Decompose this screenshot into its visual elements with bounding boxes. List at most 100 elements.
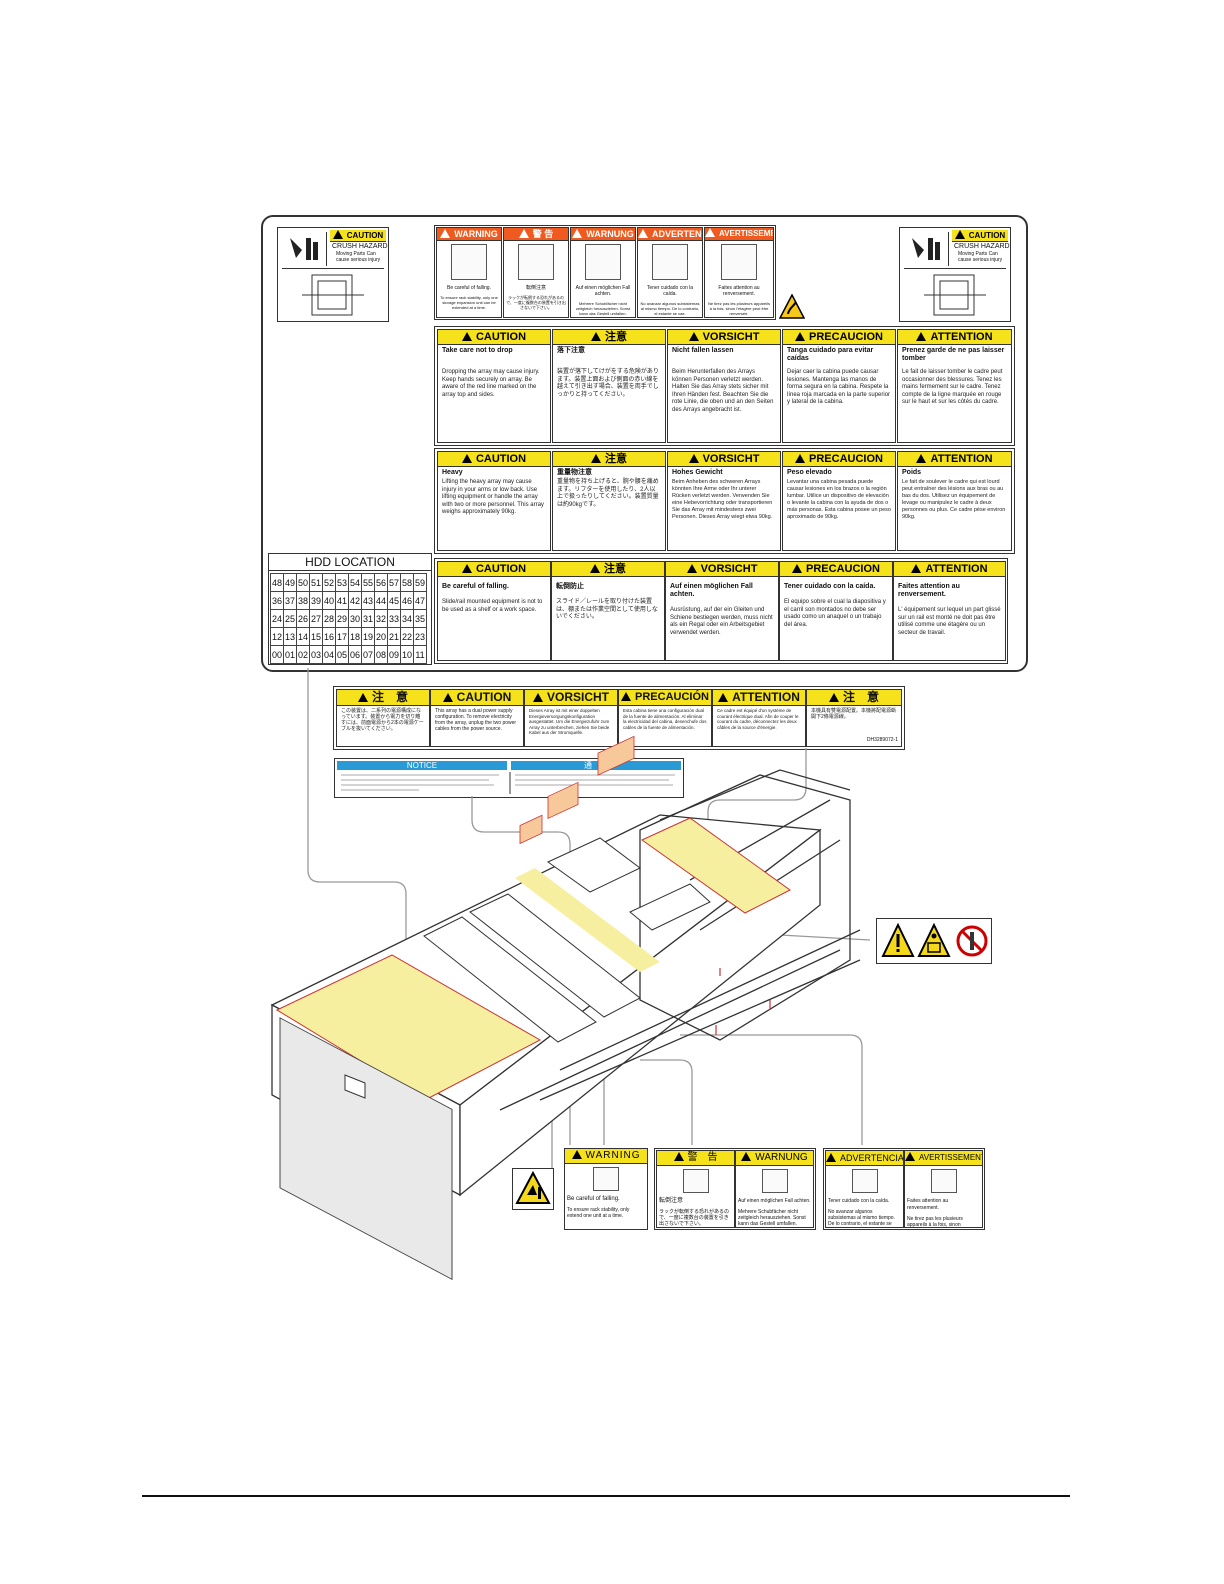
falling-caution-en: CAUTION Be careful of falling. Slide/rai… [437,561,551,661]
hdd-slot-cell: 52 [322,573,336,592]
hdd-slot-cell: 25 [283,609,297,628]
hdd-slot-cell: 13 [283,627,297,646]
caution-title: Nicht fallen lassen [672,347,734,354]
drop-caution-row: CAUTION Take care not to drop Dropping t… [434,326,1015,446]
caution-body: スライド／レールを取り付けた装置は、棚または作業空間として使用しないでください。 [556,599,658,620]
warning-header: ADVERTENCIA [652,229,702,239]
hdd-slot-cell: 04 [322,645,336,664]
warning-triangle-icon [532,693,543,702]
top-warning-de: WARNUNG Auf einen möglichen Fall achten.… [570,227,636,318]
warning-triangle-icon [686,564,697,573]
warning-header: WARNING [585,1150,641,1161]
power-caution-es: PRECAUCIÓN Esta cabina tiene una configu… [618,689,712,747]
crush-header: CAUTION [346,231,384,240]
hdd-slot-cell: 02 [296,645,310,664]
falling-rack-icon [652,244,688,280]
hdd-slot-cell: 51 [309,573,323,592]
hdd-slot-cell: 05 [335,645,349,664]
crush-hazard-label-right: CAUTION CRUSH HAZARD Moving Parts Can ca… [899,227,1011,322]
power-body: 本機具有雙電源配置。本機將配電源斷開下2條電源線。 [811,708,897,720]
falling-rack-icon [721,244,757,280]
warning-triangle-icon [673,1152,684,1161]
warning-triangle-icon [688,454,699,463]
heavy-caution-en: CAUTION Heavy Lifting the heavy array ma… [437,451,551,551]
heavy-caution-es: PRECAUCION Peso elevado Levantar una cab… [782,451,896,551]
falling-rack-icon [518,244,554,280]
caution-body: 重量物を持ち上げると、腕や腰を痛めます。リフターを使用したり、2人以上で扱ったり… [557,479,659,508]
warning-title: Tener cuidado con la caída. [828,1198,890,1204]
warning-triangle-icon [688,332,699,341]
power-body: This array has a dual power supply confi… [435,708,517,732]
warning-triangle-icon [826,1153,836,1162]
warning-triangle-icon [881,923,915,959]
hdd-slot-cell: 58 [400,573,414,592]
crush-rail-pictogram [904,268,1006,319]
hdd-slot-cell: 55 [361,573,375,592]
caution-header: VORSICHT [702,331,760,343]
caution-title: 転倒防止 [556,583,584,590]
crush-hazard-icon [282,232,327,266]
falling-rack-icon [930,1169,957,1193]
falling-caution-es: PRECAUCION Tener cuidado con la caída. E… [779,561,893,661]
caution-title: 落下注意 [557,347,585,354]
caution-header: VORSICHT [702,453,760,465]
hdd-slot-cell: 33 [387,609,401,628]
hdd-slot-cell: 16 [322,627,336,646]
warning-triangle-icon [916,454,927,463]
warning-body: Mehrere Schubfächer nicht zeitgleich her… [738,1209,806,1227]
caution-title: Tener cuidado con la caída. [784,583,876,590]
power-header: PRECAUCIÓN [635,691,709,703]
caution-body: Lifting the heavy array may cause injury… [442,479,544,515]
warning-triangle-icon [442,693,453,702]
bottom-warning-es: ADVERTENCIA Tener cuidado con la caída. … [825,1150,904,1228]
hdd-slot-cell: 23 [413,627,427,646]
heavy-caution-row: CAUTION Heavy Lifting the heavy array ma… [434,448,1015,554]
crush-hazard-icon [512,1168,554,1210]
caution-header: ATTENTION [930,453,993,465]
warning-title: Faites attention au renversement. [718,285,760,297]
warning-body: Mehrere Schubfächer nicht zeitgleich her… [575,301,631,316]
caution-header: 注意 [605,453,627,465]
hdd-slot-cell: 48 [270,573,284,592]
caution-header: CAUTION [475,563,527,575]
heavy-caution-de: VORSICHT Hohes Gewicht Beim Anheben des … [667,451,781,551]
drop-caution-ja: 注意 落下注意 装置が落下してけがをする危険があります。装置上面および側面の赤い… [552,329,666,443]
hdd-slot-cell: 30 [348,609,362,628]
falling-caution-de: VORSICHT Auf einen möglichen Fall achten… [665,561,779,661]
warning-title: 転倒注意 [659,1198,684,1204]
warning-title: Auf einen möglichen Fall achten. [738,1198,811,1204]
drop-caution-de: VORSICHT Nicht fallen lassen Beim Herunt… [667,329,781,443]
power-header: 注 意 [842,690,879,704]
caution-body: L' équipement sur lequel un part glissé … [898,607,1001,636]
caution-header: VORSICHT [700,563,758,575]
hdd-slot-cell: 15 [309,627,323,646]
warning-body: Ne tirez pas les plusieurs appareils à l… [707,301,771,316]
hdd-location-title: HDD LOCATION [269,554,431,571]
caution-header: PRECAUCION [809,453,883,465]
warning-triangle-icon [911,564,922,573]
warning-triangle-icon [461,564,472,573]
drop-caution-en: CAUTION Take care not to drop Dropping t… [437,329,551,443]
hdd-slot-cell: 40 [322,591,336,610]
hdd-slot-cell: 41 [335,591,349,610]
hdd-slot-cell: 07 [361,645,375,664]
hdd-slot-cell: 09 [387,645,401,664]
warning-triangle-icon [518,229,529,238]
crush-hazard-icon [904,232,949,266]
hdd-slot-cell: 28 [322,609,336,628]
warning-header: 警 告 [687,1152,718,1163]
caution-header: PRECAUCION [809,331,883,343]
top-warning-en: WARNING Be careful of falling. To ensure… [436,227,502,318]
hdd-slot-cell: 39 [309,591,323,610]
warning-title: Tener cuidado con la caída. [646,285,694,297]
falling-rack-icon [761,1169,788,1193]
warning-body: Ne tirez pas les plusieurs appareils à l… [907,1216,963,1228]
warning-triangle-icon [795,332,806,341]
caution-body: Le fait de laisser tomber le cadre peut … [902,369,1003,405]
power-header: CAUTION [456,690,512,704]
crush-header: CAUTION [968,231,1006,240]
hdd-slot-cell: 56 [374,573,388,592]
